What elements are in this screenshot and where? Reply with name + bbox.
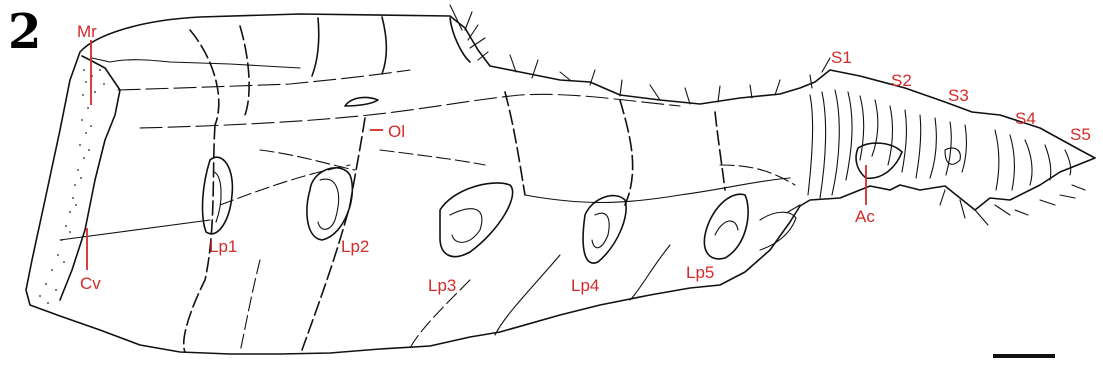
dorsal-segment-line-1 xyxy=(190,30,219,125)
diag-line-3 xyxy=(525,178,790,203)
lp1-leg xyxy=(203,157,233,234)
label-lp3: Lp3 xyxy=(428,276,456,295)
lp3-leg xyxy=(440,183,513,257)
lateral-line xyxy=(140,94,680,128)
segment-boundary-low-1 xyxy=(240,260,260,352)
label-lp1: Lp1 xyxy=(209,237,237,256)
diag-line-2 xyxy=(380,150,485,165)
anterior-margin-inner-lower xyxy=(118,70,410,90)
dorsal-segment-line-2 xyxy=(240,26,249,115)
lp4-leg xyxy=(583,196,626,264)
label-lp2: Lp2 xyxy=(341,237,369,256)
lp1-inner xyxy=(214,172,221,222)
lp5-side xyxy=(760,212,796,250)
label-lp4: Lp4 xyxy=(571,276,599,295)
lp2-inner xyxy=(318,179,339,229)
segment-boundary-3 xyxy=(505,92,525,195)
label-s5: S5 xyxy=(1070,125,1091,144)
label-mr: Mr xyxy=(77,22,97,41)
anterior-margin-line xyxy=(60,56,120,300)
lp5-inner xyxy=(715,221,738,235)
label-lp5: Lp5 xyxy=(686,263,714,282)
ol-structure xyxy=(345,98,378,106)
label-ol: Ol xyxy=(388,122,405,141)
label-s3: S3 xyxy=(948,86,969,105)
segment-boundary-low-3 xyxy=(495,255,560,335)
ac-structure xyxy=(856,143,902,178)
dorsal-segment-line-4 xyxy=(382,17,387,74)
segment-boundary-4 xyxy=(620,100,633,205)
dorsal-segment-line-3 xyxy=(312,18,319,76)
label-s2: S2 xyxy=(891,71,912,90)
label-s4: S4 xyxy=(1015,109,1036,128)
lp3-inner xyxy=(450,209,482,243)
segment-boundary-5 xyxy=(715,112,725,190)
posterior-hatching xyxy=(808,90,1071,198)
label-s1: S1 xyxy=(831,48,852,67)
lp2-leg xyxy=(307,168,352,240)
label-ac: Ac xyxy=(855,207,875,226)
diag-line-5 xyxy=(60,220,210,240)
lp5-leg xyxy=(704,194,748,259)
label-cv: Cv xyxy=(80,274,101,293)
anterior-margin-inner xyxy=(92,58,300,68)
body-outline xyxy=(26,14,1095,354)
lp4-inner xyxy=(592,213,609,248)
setae xyxy=(450,5,1085,225)
label-leaders xyxy=(87,40,866,270)
diag-line-4 xyxy=(220,165,350,205)
